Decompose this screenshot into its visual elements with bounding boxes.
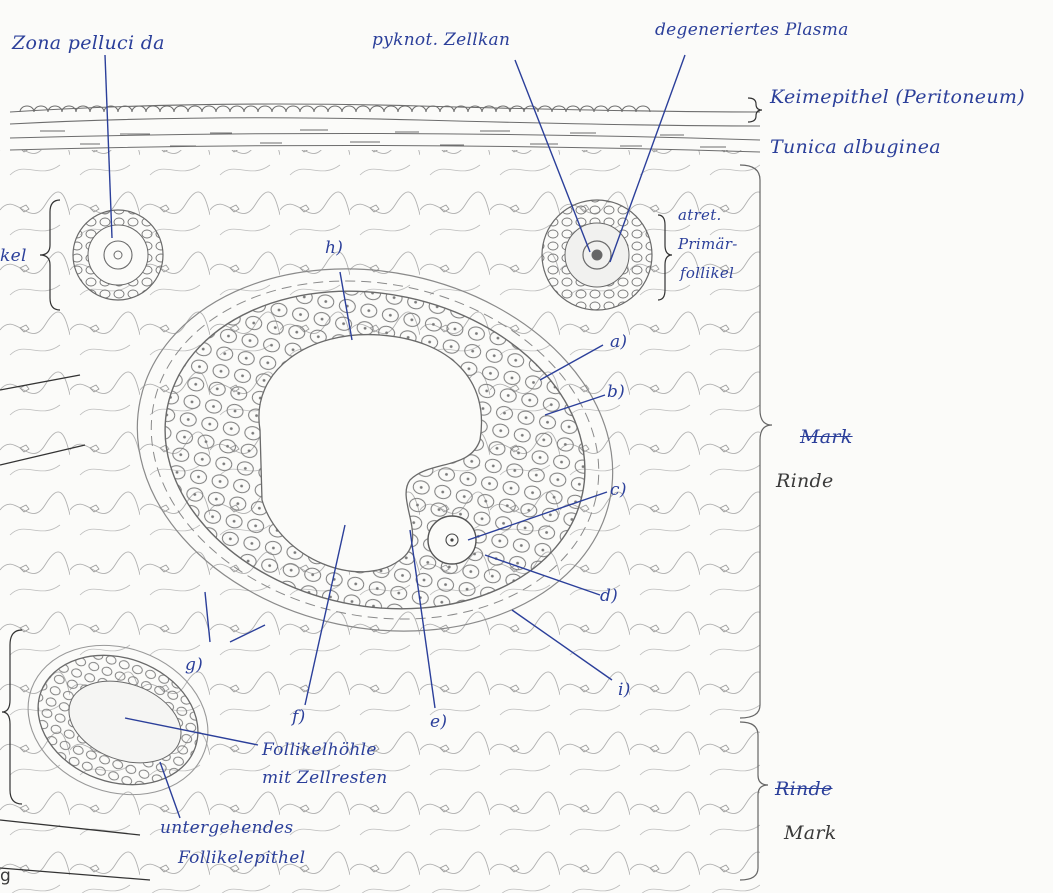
label-untergehendes-1: untergehendes (160, 818, 293, 838)
label-degeneriertes-plasma: degeneriertes Plasma (655, 20, 849, 40)
label-left-fragment: kel (0, 246, 27, 266)
label-rinde-struck: Rinde (775, 778, 833, 800)
label-tunica-albuginea: Tunica albuginea (770, 136, 941, 158)
label-i: i) (618, 680, 631, 700)
label-rinde: Rinde (776, 470, 834, 492)
label-mark: Mark (784, 822, 837, 844)
label-e: e) (430, 712, 447, 732)
label-bottom-fragment: g (0, 866, 11, 886)
label-follikelhoehle-2: mit Zellresten (262, 768, 388, 788)
label-follikelhoehle-1: Follikelhöhle (262, 740, 377, 760)
label-atret-2: Primär- (678, 235, 738, 253)
label-f: f) (292, 707, 306, 727)
label-b: b) (607, 382, 625, 402)
label-atret-1: atret. (678, 206, 722, 224)
label-atret-3: follikel (680, 264, 734, 282)
primary-follicle (73, 210, 163, 300)
label-keimepithel: Keimepithel (Peritoneum) (770, 86, 1025, 108)
label-h: h) (325, 238, 343, 258)
label-d: d) (600, 586, 618, 606)
label-zona-pellucida: Zona pelluci da (12, 32, 165, 54)
label-a: a) (610, 332, 627, 352)
label-pyknot-zellkern: pyknot. Zellkan (372, 30, 510, 50)
germinal-epithelium (10, 104, 760, 126)
label-c: c) (610, 480, 627, 500)
label-untergehendes-2: Follikelepithel (178, 848, 305, 868)
epithel-brace (748, 98, 762, 122)
tunica-albuginea (10, 130, 760, 152)
label-mark-struck: Mark (800, 426, 853, 448)
label-g: g) (185, 655, 203, 675)
atretic-follicle (542, 200, 652, 310)
